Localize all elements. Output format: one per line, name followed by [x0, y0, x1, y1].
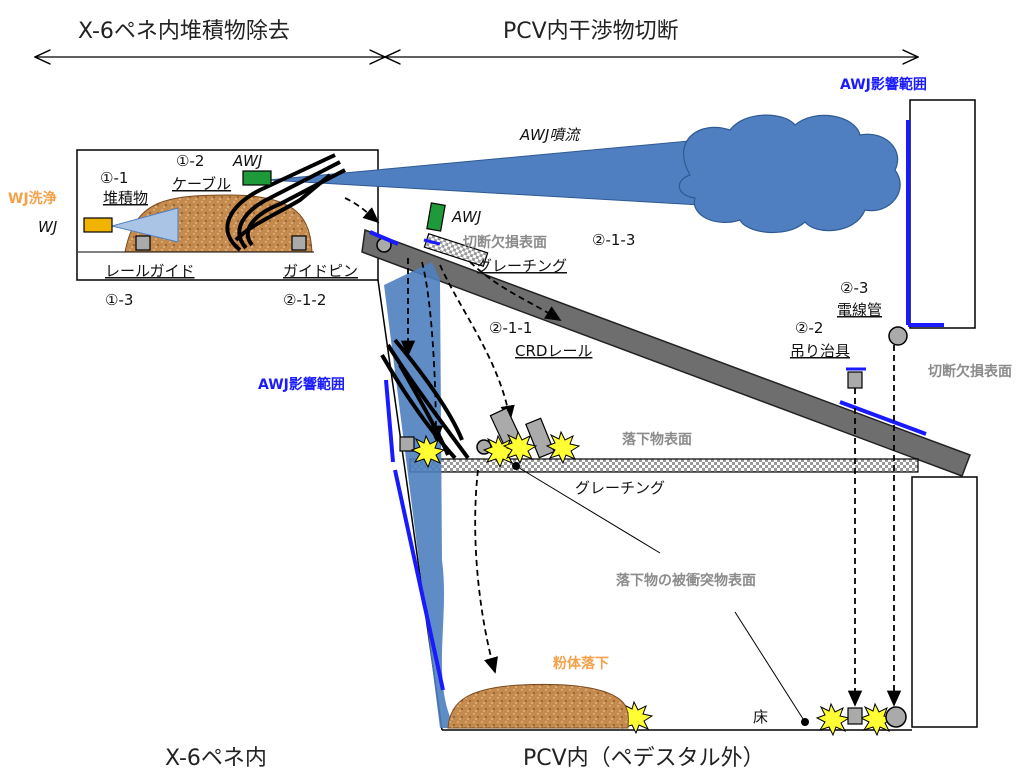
wj-spray-cone — [111, 207, 179, 243]
floor-label: 床 — [753, 708, 768, 726]
cable-bundle-x6 — [225, 153, 346, 252]
wj-nozzle-icon — [83, 217, 113, 233]
item-1-3-label: ①-3 — [105, 291, 133, 309]
x6-penetration-box — [76, 149, 379, 281]
item-1-2-label: ①-2 — [176, 152, 204, 170]
fallen-jig — [847, 707, 863, 725]
awj-range-bar-left-low — [393, 469, 445, 691]
awj-range-wedge-left — [384, 262, 455, 728]
grating-lower-platform — [409, 458, 919, 473]
heading-pcv-cutting: PCV内干渉物切断 — [503, 19, 679, 44]
item-1-1-label: ①-1 — [100, 169, 128, 187]
powder-pile — [447, 683, 629, 729]
wj-label: WJ — [38, 218, 57, 236]
crd-rail-beam — [361, 228, 971, 477]
awj-range-label-left: AWJ影響範囲 — [258, 376, 345, 393]
awj-tool-x6-label: AWJ — [232, 152, 262, 170]
awj-tool-x6-icon — [242, 170, 272, 186]
crd-rail-label: CRDレール — [515, 342, 592, 360]
fallen-cable — [380, 338, 470, 460]
cut-surface-top — [369, 230, 399, 246]
awj-jet-cloud — [678, 114, 901, 234]
pedestal-wall-lower — [911, 476, 978, 728]
cable-label: ケーブル — [172, 175, 231, 193]
guide-pin-label: ガイドピン — [283, 262, 358, 280]
debris-block-1 — [399, 436, 415, 452]
leader-grating — [515, 465, 661, 554]
grating-upper-cut-mark — [423, 238, 441, 246]
deposit-label: 堆積物 — [103, 189, 148, 207]
debris-plate-2 — [525, 417, 555, 459]
item-2-1-3-label: ②-1-3 — [592, 231, 635, 249]
conduit-end — [888, 326, 908, 346]
powder-fall-label: 粉体落下 — [553, 655, 609, 672]
leader-floor — [734, 611, 806, 723]
conduit-label: 電線管 — [837, 301, 882, 319]
wj-wash-label: WJ洗浄 — [8, 190, 57, 207]
falling-surface-label: 落下物表面 — [622, 431, 692, 448]
fallen-conduit — [885, 706, 907, 728]
cut-damaged-surface-label-2: 切断欠損表面 — [928, 363, 1012, 380]
heading-x6-inside: X-6ペネ内 — [165, 746, 267, 771]
item-2-1-1-label: ②-1-1 — [489, 319, 532, 337]
guide-pin-block — [291, 235, 307, 251]
item-2-1-2-label: ②-1-2 — [283, 291, 326, 309]
rail-guide-block-left — [135, 235, 151, 251]
cut-damaged-surface-label-1: 切断欠損表面 — [463, 234, 547, 251]
awj-range-bar-left — [384, 379, 395, 463]
awj-range-label-top: AWJ影響範囲 — [840, 76, 927, 93]
awj-jet-label: AWJ噴流 — [519, 126, 581, 144]
rail-guide-label: レールガイド — [105, 262, 195, 280]
item-2-2-label: ②-2 — [795, 319, 823, 337]
impacted-surface-label: 落下物の被衝突物表面 — [616, 572, 756, 589]
awj-tool-pcv-icon — [426, 202, 446, 232]
hanging-jig-label: 吊り治具 — [790, 342, 850, 360]
heading-x6-removal: X-6ペネ内堆積物除去 — [78, 19, 290, 44]
pedestal-wall-upper — [909, 99, 976, 329]
cut-surface-lower-rail — [839, 400, 927, 436]
grating-label-2: グレーチング — [575, 479, 665, 497]
awj-tool-pcv-label: AWJ — [451, 208, 481, 226]
hanging-jig-icon — [847, 371, 863, 389]
item-2-3-label: ②-3 — [840, 279, 868, 297]
fall-trajectories — [344, 197, 902, 707]
heading-pcv-outside-pedestal: PCV内（ペデスタル外） — [523, 746, 765, 771]
grating-label-1: グレーチング — [477, 257, 567, 275]
